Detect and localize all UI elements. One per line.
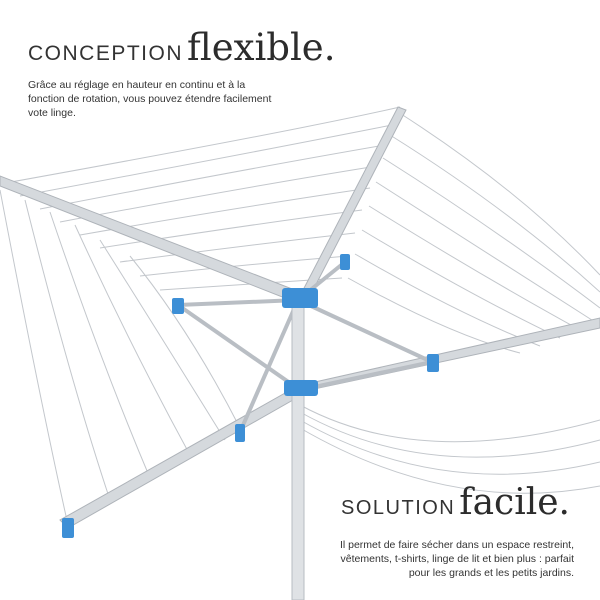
headline-small: CONCEPTION bbox=[28, 42, 184, 65]
washing-lines-right bbox=[347, 111, 600, 354]
support-struts bbox=[176, 260, 433, 433]
aluminium-arms bbox=[0, 106, 600, 529]
headline-big: flexible. bbox=[187, 26, 336, 69]
washing-lines-bottom bbox=[0, 189, 600, 526]
blue-clips bbox=[62, 254, 439, 538]
description-solution: Il permet de faire sécher dans un espace… bbox=[339, 539, 574, 579]
headline-small: SOLUTION bbox=[341, 497, 456, 519]
description-conception: Grâce au réglage en hauteur en continu e… bbox=[28, 79, 272, 119]
washing-lines-left bbox=[0, 106, 401, 291]
central-pole bbox=[291, 299, 305, 600]
headline-big: facile. bbox=[459, 482, 570, 523]
